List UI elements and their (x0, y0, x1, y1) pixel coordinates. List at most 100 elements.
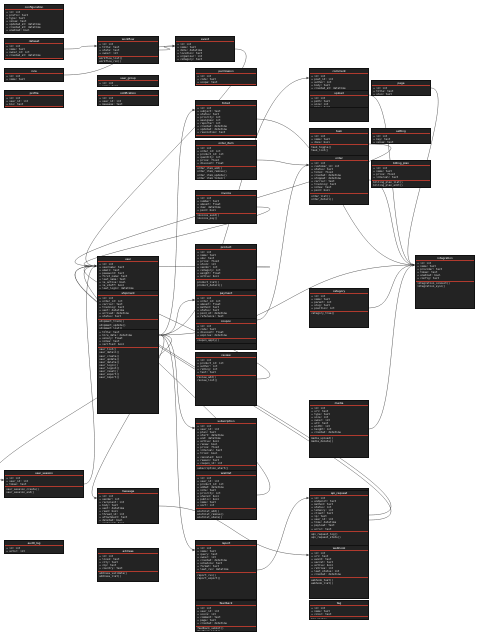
class-method: billing_plan_edit() (373, 184, 403, 188)
class-field: + end: datetime (197, 436, 221, 440)
class-field: + arrived: datetime (99, 312, 129, 316)
class-node-webhook[interactable]: webhook+ id: int+ url: text+ event: text… (309, 545, 369, 599)
class-field: + id: int (311, 406, 326, 410)
class-node-api-request[interactable]: api_request+ id: int+ endpoint: text+ me… (309, 490, 369, 550)
class-field: + weight: float (197, 272, 221, 276)
class-node-title: workflow (98, 37, 158, 42)
class-node-title: review (196, 353, 256, 358)
class-method: feedback_submit() (197, 627, 224, 631)
class-field: + name: text (6, 77, 25, 81)
class-node-user-group[interactable]: user_group+ id: int+ name: textuser_grou… (97, 75, 159, 87)
class-node-order-item[interactable]: order_item+ id: int+ order_id: int+ prod… (195, 140, 257, 180)
class-node-integration[interactable]: integration+ id: int+ name: text+ provid… (415, 255, 475, 309)
class-field: + last_name: text (99, 278, 126, 282)
class-field: + secret: text (311, 560, 334, 564)
class-field: + interval: text (197, 449, 223, 453)
class-node-dataset[interactable]: dataset+ id: int+ name: text+ owner_id: … (4, 38, 64, 60)
class-node-title: upload (310, 91, 368, 96)
class-field: + owner: int (197, 555, 216, 559)
class-field: + body: text (311, 83, 330, 87)
class-node-title: ticket (196, 101, 256, 106)
class-field: + code: text (197, 77, 216, 81)
class-node-address[interactable]: address+ id: int+ line1: text+ city: tex… (97, 548, 159, 582)
class-field: + line1: text (99, 557, 120, 561)
class-field: + is_active: bool (99, 281, 126, 285)
class-node-audit-log[interactable]: audit_log+ id: int+ actor: int+ action: … (4, 540, 64, 554)
class-node-title: coupon (196, 319, 256, 324)
class-node-wishlist[interactable]: wishlist+ id: int+ user_id: int+ product… (195, 470, 257, 520)
class-node-category[interactable]: category+ id: int+ name: text+ parent: i… (309, 288, 369, 328)
class-field: + endpoint: text (311, 499, 337, 503)
class-node-setting[interactable]: setting+ id: int+ key: text+ value: text… (371, 128, 431, 144)
class-node-billing-plan[interactable]: billing_plan+ id: int+ name: text+ price… (371, 160, 431, 188)
class-node-rule[interactable]: rule+ id: int+ name: textrule_list()rule… (4, 68, 64, 82)
class-node-title: page (372, 81, 430, 86)
class-node-review[interactable]: review+ id: int+ product_id: int+ author… (195, 352, 257, 406)
class-node-event[interactable]: event+ id: int+ name: text+ date: dateti… (175, 36, 235, 62)
class-node-title: user_group (98, 76, 158, 81)
arrowhead-n2-n5 (94, 44, 97, 48)
class-method: order_item_remove() (197, 170, 227, 174)
class-method: user_login() (99, 363, 118, 367)
class-node-fields: + id: int+ user_id: int+ product_id: int… (196, 476, 256, 510)
class-field: + name: text (99, 84, 118, 87)
class-field: + id: int (99, 96, 114, 100)
class-node-feedback[interactable]: feedback+ id: int+ user_id: int+ score: … (195, 600, 257, 632)
class-node-page[interactable]: page+ id: int+ title: text+ slug: text+ … (371, 80, 431, 96)
class-field: + user_id: int (311, 518, 334, 522)
class-node-methods: review_add()review_list() (196, 376, 256, 383)
class-node-configuration[interactable]: configuration+ id: int+ prefix: text+ ty… (4, 4, 64, 34)
class-field: + id: int (197, 296, 212, 300)
class-field: + name: text (197, 549, 216, 553)
class-field: + priority: int (197, 492, 221, 496)
class-field: + actor: int (6, 549, 25, 553)
class-node-notification[interactable]: notification+ id: int+ user_id: int+ mes… (97, 90, 159, 106)
class-field: + id: int (99, 42, 114, 46)
class-field: + notes: text (311, 186, 332, 190)
class-field: + id: int (6, 476, 21, 480)
class-node-message[interactable]: message+ id: int+ sender: int+ recipient… (97, 488, 159, 524)
class-node-fields: + id: int+ prefix: text+ type: text+ val… (5, 10, 63, 33)
class-field: + width: int (311, 425, 330, 429)
class-field: + plan: text (197, 430, 216, 434)
class-node-ticket[interactable]: ticket+ id: int+ subject: text+ status: … (195, 100, 257, 138)
arrowhead-n13-n22 (1, 478, 4, 482)
class-field: + location: text (177, 51, 203, 55)
class-node-order[interactable]: order+ id: int+ customer_id: int+ status… (309, 155, 369, 205)
class-node-workflow[interactable]: workflow+ id: int+ title: text+ state: t… (97, 36, 159, 64)
class-node-shipment[interactable]: shipment+ id: int+ order_id: int+ carrie… (97, 290, 159, 330)
class-field: + carrier: text (99, 302, 123, 306)
class-node-title: notification (98, 91, 158, 96)
class-node-invoice[interactable]: invoice+ id: int+ number: text+ amount: … (195, 190, 257, 224)
class-node-fields: + id: int+ name: text+ provider: text+ t… (416, 261, 474, 282)
arrowhead-n31-n28 (306, 496, 309, 500)
class-node-fields: + id: int+ sender: int+ recipient: int+ … (98, 494, 158, 523)
class-node-title: wishlist (196, 471, 256, 476)
edge-n33-n36 (368, 264, 416, 430)
class-method: wishlist_add() (197, 509, 220, 513)
class-node-profile[interactable]: profile+ id: int+ user_id: int+ bio: tex… (4, 90, 64, 108)
class-node-product[interactable]: product+ id: int+ name: text+ sku: text+… (195, 244, 257, 290)
class-node-fields: + id: int+ name: text+ price: float+ int… (372, 166, 430, 181)
class-node-media[interactable]: media+ id: int+ url: text+ type: text+ s… (309, 400, 369, 458)
class-node-report[interactable]: report+ id: int+ name: text+ query: text… (195, 540, 257, 600)
class-node-user[interactable]: user+ id: int+ username: text+ email: te… (97, 256, 159, 414)
class-field: + url: text (311, 554, 329, 558)
class-node-permission[interactable]: permission+ id: int+ code: text+ scope: … (195, 68, 257, 86)
class-node-title: rule (5, 69, 63, 74)
class-node-methods: ticket_view()ticket_close() (196, 136, 256, 138)
class-field: + type: text (311, 412, 330, 416)
class-method: invoice_pay() (197, 217, 218, 221)
edge-n17-n36 (368, 179, 416, 266)
class-field: + token: text (417, 270, 438, 274)
class-node-coupon[interactable]: coupon+ id: int+ code: text+ discount: f… (195, 318, 257, 344)
class-field: + id: int (311, 161, 326, 165)
class-field: + name: text (373, 169, 392, 173)
class-field: + password: text (99, 271, 125, 275)
class-node-title: message (98, 489, 158, 494)
class-node-upload[interactable]: upload+ id: int+ path: text+ size: int+ … (309, 90, 369, 108)
class-node-user-session[interactable]: user_session+ id: int+ user_id: int+ tok… (4, 470, 84, 498)
class-field: + id: int (311, 134, 326, 138)
